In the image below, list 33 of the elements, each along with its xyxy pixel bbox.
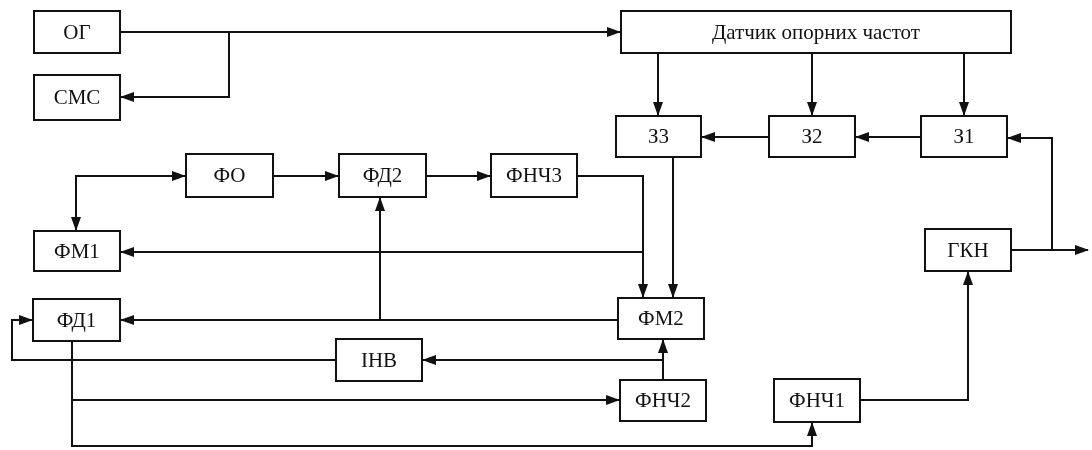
arrow (120, 31, 230, 102)
arrow (426, 171, 491, 181)
block-box: ОГ (33, 10, 121, 54)
arrow (860, 271, 973, 401)
arrow (855, 132, 921, 142)
arrow (807, 53, 817, 116)
arrow (422, 355, 664, 380)
block-box: ФНЧ2 (619, 379, 707, 422)
block-box: СМС (33, 74, 121, 121)
block-box: ФД2 (338, 153, 427, 198)
arrow (120, 175, 644, 257)
block-box: ФМ1 (33, 230, 121, 272)
arrow (375, 197, 618, 321)
block-box: ФНЧ3 (490, 153, 578, 198)
block-box: ФМ2 (617, 297, 705, 340)
arrow (959, 53, 969, 116)
arrow (273, 171, 339, 181)
arrow (71, 171, 186, 231)
arrow (668, 157, 678, 298)
block-box: З1 (920, 115, 1008, 158)
block-box: З3 (615, 115, 702, 158)
block-box: ФО (185, 153, 274, 198)
block-box: ГКН (924, 228, 1012, 272)
block-box: ІНВ (335, 338, 423, 382)
arrow (1007, 133, 1053, 251)
arrow (653, 53, 663, 116)
arrow (11, 315, 336, 361)
block-box: З2 (768, 115, 856, 158)
block-box: Датчик опорних частот (620, 10, 1012, 54)
arrow (701, 132, 769, 142)
block-box: ФНЧ1 (773, 378, 861, 423)
block-box: ФД1 (32, 298, 121, 342)
arrow (1011, 245, 1089, 255)
